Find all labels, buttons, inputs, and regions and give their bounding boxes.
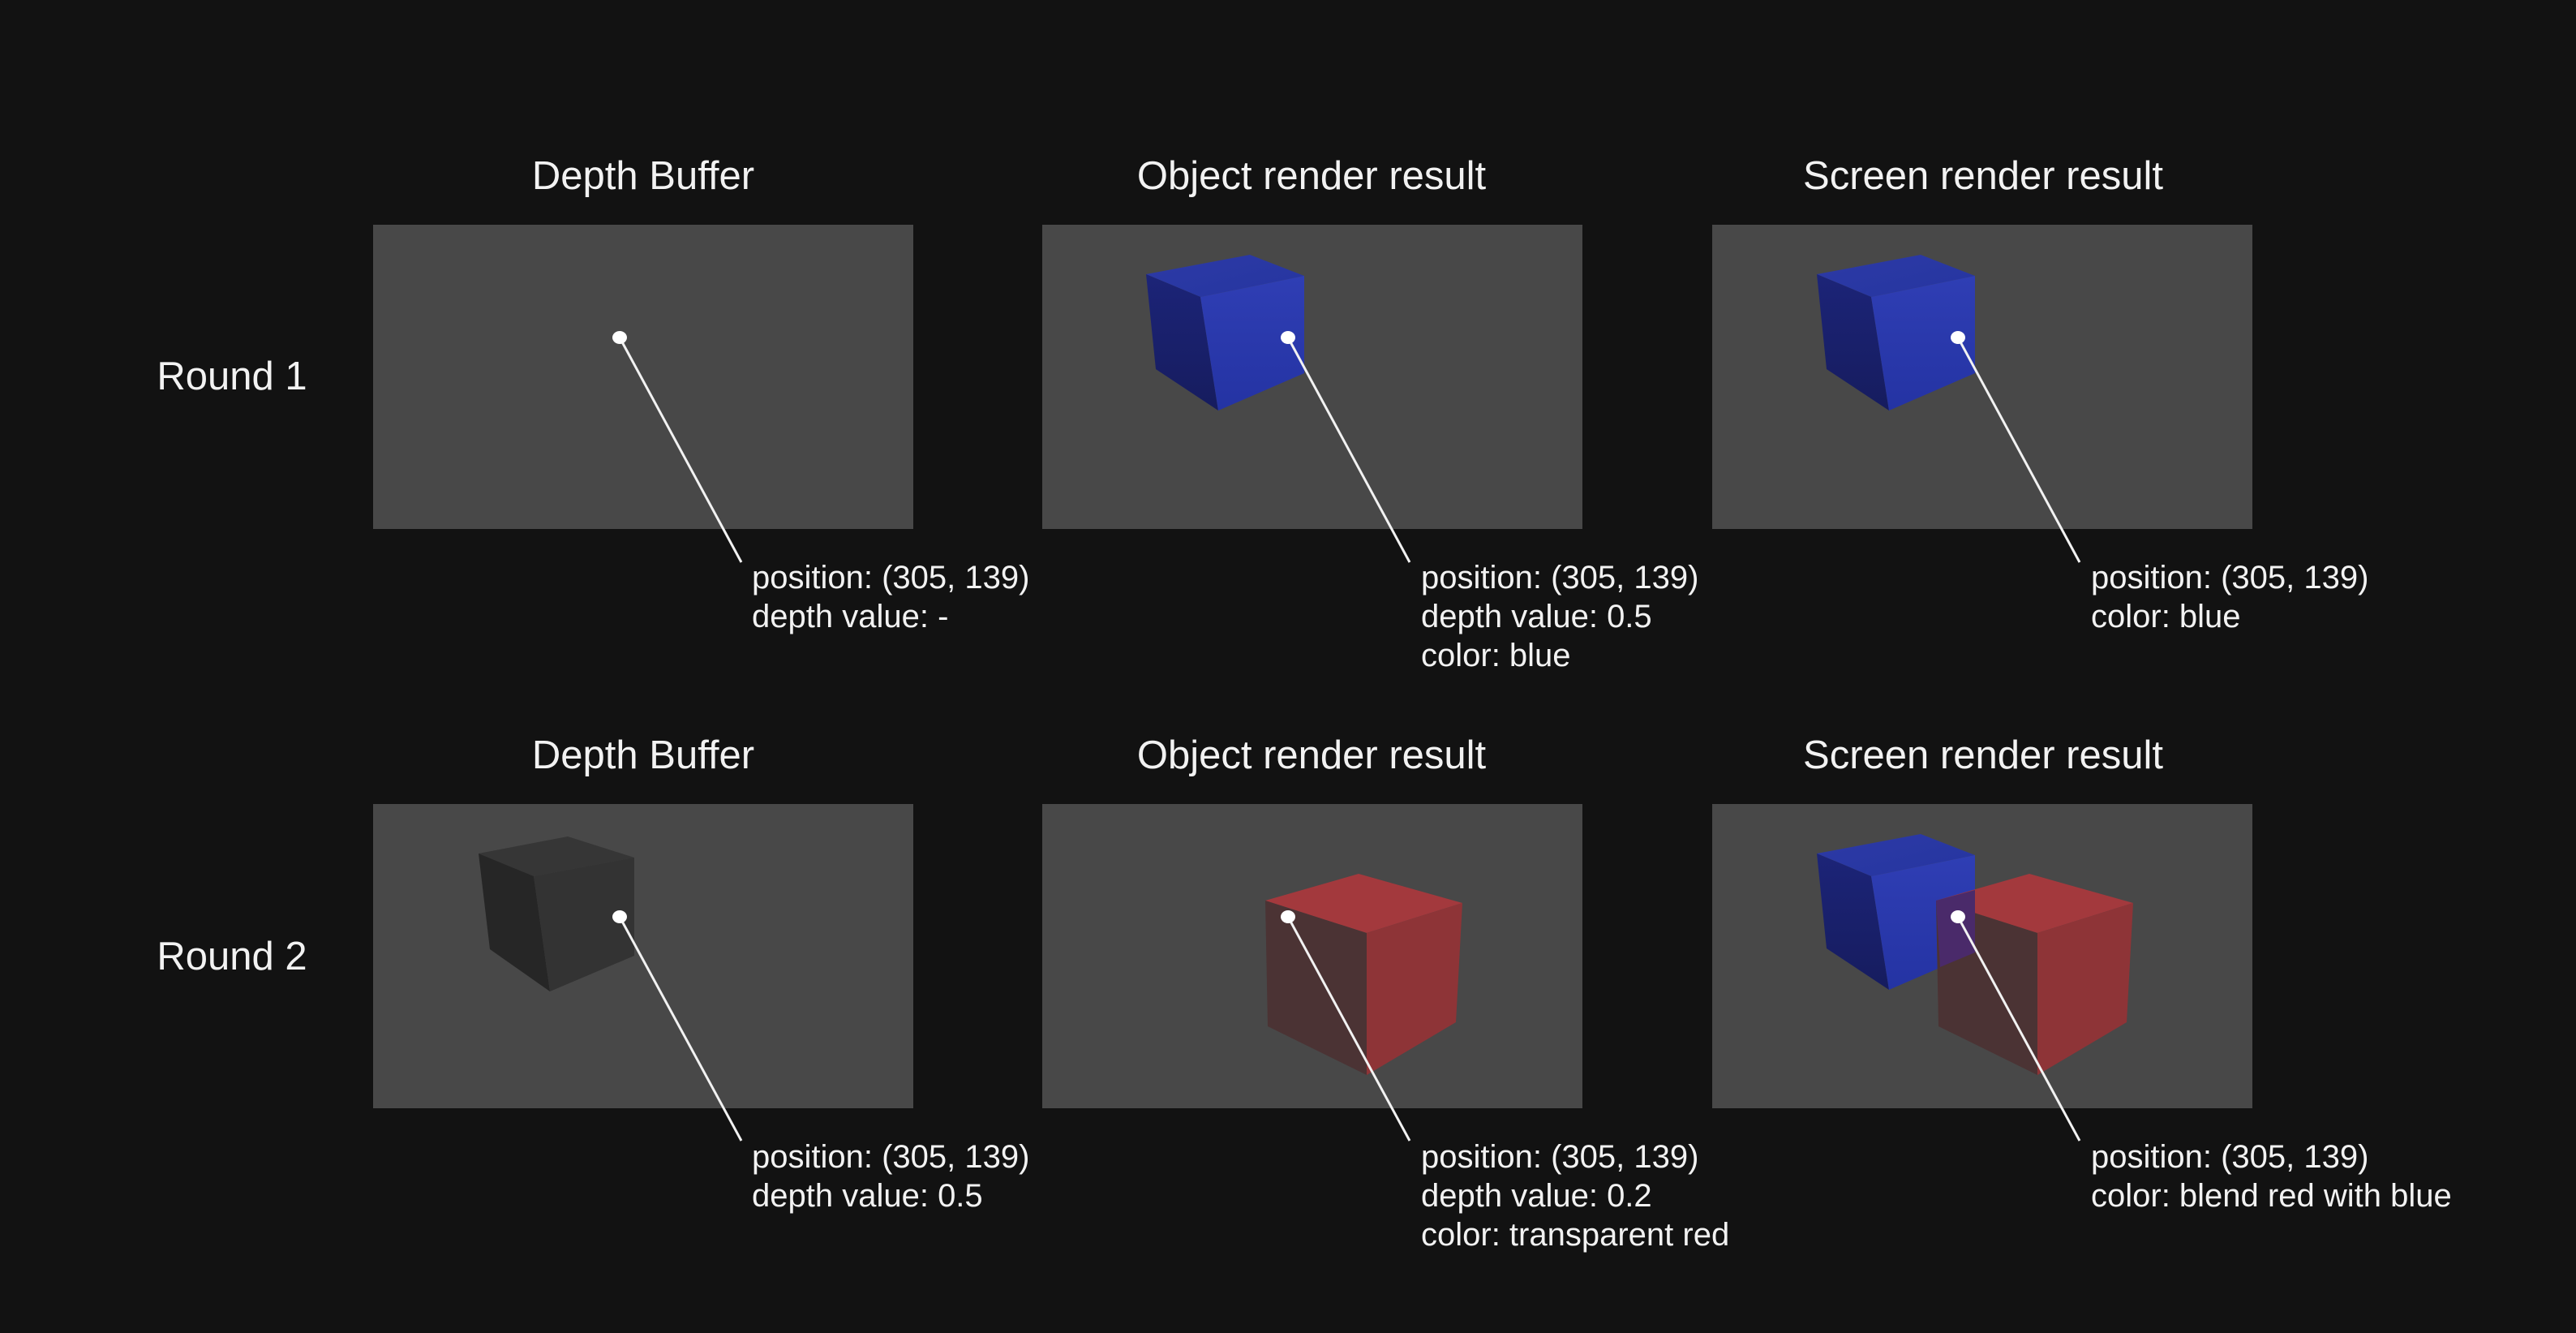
round-1-screen-annotation-position: position: (305, 139) [2091,560,2369,596]
round-1-screen-render-title: Screen render result [1803,154,2163,198]
round-2-screen-red-cube [1936,874,2133,1075]
round-1-screen-render-panel [1712,225,2252,529]
round-1-object-annotation-depth: depth value: 0.5 [1421,599,1652,634]
round-1-depth-buffer-title: Depth Buffer [531,154,755,198]
round-1-object-annotation-color: color: blue [1421,638,1571,673]
round-1-depth-buffer-panel [373,225,913,529]
round-1-object-render-title: Object render result [1136,154,1487,198]
round-1-depth-leader [612,331,743,563]
round-1-screen-blue-cube [1817,255,1975,411]
round-2-depth-leader [612,910,743,1142]
round-1-screen-annotation-color: color: blue [2091,599,2241,634]
round-2-label: Round 2 [157,935,307,978]
round-2-screen-annotation-position: position: (305, 139) [2091,1139,2369,1175]
round-1-depth-annotation-depth: depth value: - [752,599,949,634]
round-1-screen-leader [1951,331,2081,563]
round-1-object-leader [1281,331,1411,563]
round-2-screen-leader [1951,910,2081,1142]
round-1-object-blue-cube [1146,255,1304,411]
round-2-depth-buffer-title: Depth Buffer [531,733,755,777]
round-1-object-render-panel [1042,225,1582,529]
round-2-object-leader [1281,910,1411,1142]
round-2-depth-buffer-panel [373,804,913,1108]
round-1-object-annotation-position: position: (305, 139) [1421,560,1699,596]
round-2-depth-annotation-depth: depth value: 0.5 [752,1178,983,1214]
round-2-object-annotation-color: color: transparent red [1421,1217,1730,1253]
round-2-screen-annotation-color: color: blend red with blue [2091,1178,2452,1214]
round-2-object-red-cube [1265,874,1462,1075]
round-1-depth-annotation-position: position: (305, 139) [752,560,1030,596]
round-2-screen-render-title: Screen render result [1803,733,2163,777]
round-2-depth-annotation-position: position: (305, 139) [752,1139,1030,1175]
round-2-depth-gray-cube [479,836,634,991]
round-2-object-annotation-depth: depth value: 0.2 [1421,1178,1652,1214]
round-1-label: Round 1 [157,355,307,398]
round-2-object-render-title: Object render result [1136,733,1487,777]
round-2-object-annotation-position: position: (305, 139) [1421,1139,1699,1175]
